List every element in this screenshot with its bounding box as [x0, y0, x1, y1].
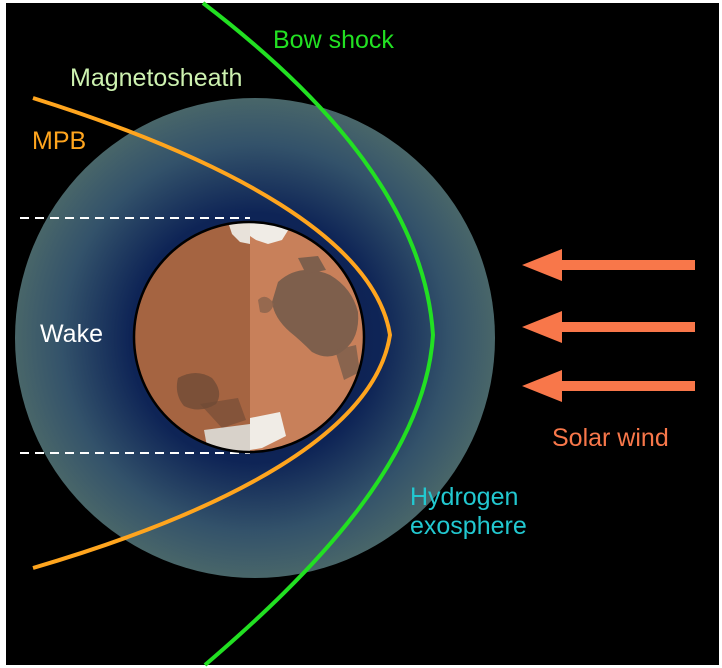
bow-shock-curve [201, 1, 436, 667]
solar-wind-arrow-icon [522, 311, 695, 343]
solar-wind-label: Solar wind [552, 424, 669, 452]
magnetosheath-label: Magnetosheath [70, 64, 242, 92]
solar-wind-arrow-icon [522, 249, 695, 281]
mpb-boundary-curve [32, 96, 393, 570]
bow-shock-label: Bow shock [273, 26, 394, 54]
hydrogen-exosphere-label-line2: exosphere [410, 512, 527, 540]
wake-label: Wake [40, 320, 103, 348]
hydrogen-exosphere-label-line1: Hydrogen [410, 483, 518, 511]
solar-wind-arrow-icon [522, 370, 695, 402]
mpb-label: MPB [32, 127, 86, 155]
